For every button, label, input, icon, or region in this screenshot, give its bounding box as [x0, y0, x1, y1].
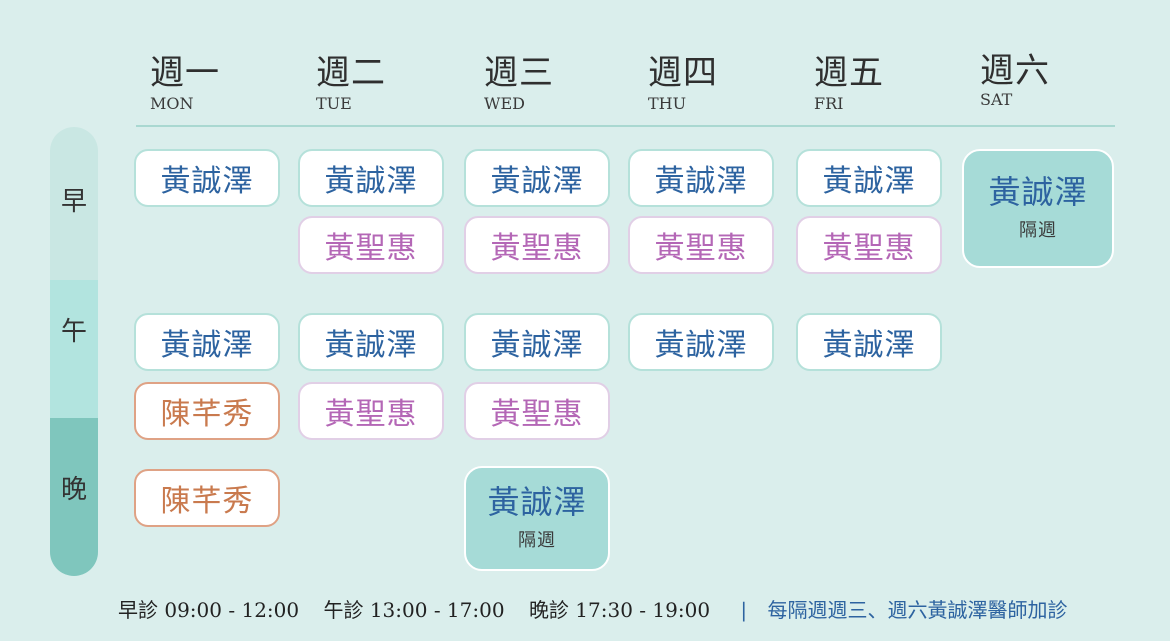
day-header-tue: 週二 TUE — [316, 56, 386, 112]
shift-fri-am-huang-sheng-hui[interactable]: 黃聖惠 — [796, 216, 942, 274]
day-abbr: WED — [484, 94, 525, 113]
day-header-mon: 週一 MON — [150, 56, 220, 112]
day-abbr: MON — [150, 94, 194, 113]
day-header-wed: 週三 WED — [484, 56, 554, 112]
alternate-week-label: 隔週 — [1019, 220, 1057, 242]
shift-mon-pm-chen-qian-xiu[interactable]: 陳芊秀 — [134, 382, 280, 440]
shift-wed-ev-huang-cheng-ze-alternate[interactable]: 黃誠澤 隔週 — [464, 466, 610, 571]
shift-mon-pm-huang-cheng-ze[interactable]: 黃誠澤 — [134, 313, 280, 371]
shift-thu-pm-huang-cheng-ze[interactable]: 黃誠澤 — [628, 313, 774, 371]
day-name: 週六 — [980, 51, 1050, 91]
footer-hours: 早診 09:00 - 12:00 午診 13:00 - 17:00 晚診 17:… — [118, 594, 1086, 623]
slot-label-morning: 早 — [60, 187, 87, 217]
header-divider — [136, 125, 1115, 127]
day-abbr: FRI — [814, 94, 844, 113]
day-header-fri: 週五 FRI — [814, 56, 884, 112]
day-header-thu: 週四 THU — [648, 56, 718, 112]
shift-thu-am-huang-sheng-hui[interactable]: 黃聖惠 — [628, 216, 774, 274]
shift-fri-am-huang-cheng-ze[interactable]: 黃誠澤 — [796, 149, 942, 207]
shift-wed-am-huang-sheng-hui[interactable]: 黃聖惠 — [464, 216, 610, 274]
hours-evening: 晚診 17:30 - 19:00 — [528, 598, 711, 622]
slot-bar-afternoon — [50, 280, 98, 418]
shift-mon-ev-chen-qian-xiu[interactable]: 陳芊秀 — [134, 469, 280, 527]
shift-thu-am-huang-cheng-ze[interactable]: 黃誠澤 — [628, 149, 774, 207]
shift-tue-am-huang-cheng-ze[interactable]: 黃誠澤 — [298, 149, 444, 207]
shift-wed-pm-huang-sheng-hui[interactable]: 黃聖惠 — [464, 382, 610, 440]
day-name: 週五 — [814, 53, 884, 93]
doctor-name: 黃誠澤 — [487, 482, 587, 521]
shift-tue-pm-huang-cheng-ze[interactable]: 黃誠澤 — [298, 313, 444, 371]
slot-label-evening: 晚 — [60, 475, 87, 505]
day-name: 週一 — [150, 53, 220, 93]
shift-fri-pm-huang-cheng-ze[interactable]: 黃誠澤 — [796, 313, 942, 371]
alternate-week-label: 隔週 — [518, 530, 556, 552]
day-name: 週三 — [484, 53, 554, 93]
shift-tue-am-huang-sheng-hui[interactable]: 黃聖惠 — [298, 216, 444, 274]
day-abbr: TUE — [316, 94, 352, 113]
day-name: 週四 — [648, 53, 718, 93]
day-header-sat: 週六 SAT — [980, 54, 1050, 108]
slot-bar-morning — [50, 127, 98, 280]
shift-wed-pm-huang-cheng-ze[interactable]: 黃誠澤 — [464, 313, 610, 371]
hours-afternoon: 午診 13:00 - 17:00 — [323, 598, 505, 622]
shift-tue-pm-huang-sheng-hui[interactable]: 黃聖惠 — [298, 382, 444, 440]
hours-morning: 早診 09:00 - 12:00 — [118, 598, 300, 622]
day-name: 週二 — [316, 53, 386, 93]
shift-wed-am-huang-cheng-ze[interactable]: 黃誠澤 — [464, 149, 610, 207]
footer-note: 每隔週週三、週六黃誠澤醫師加診 — [767, 598, 1068, 622]
shift-sat-am-huang-cheng-ze-alternate[interactable]: 黃誠澤 隔週 — [962, 149, 1114, 268]
doctor-name: 黃誠澤 — [988, 172, 1088, 211]
shift-mon-am-huang-cheng-ze[interactable]: 黃誠澤 — [134, 149, 280, 207]
day-abbr: THU — [648, 94, 687, 113]
slot-bar-evening — [50, 418, 98, 576]
day-abbr: SAT — [980, 90, 1013, 109]
slot-label-afternoon: 午 — [60, 317, 87, 347]
footer-separator: | — [740, 598, 748, 622]
